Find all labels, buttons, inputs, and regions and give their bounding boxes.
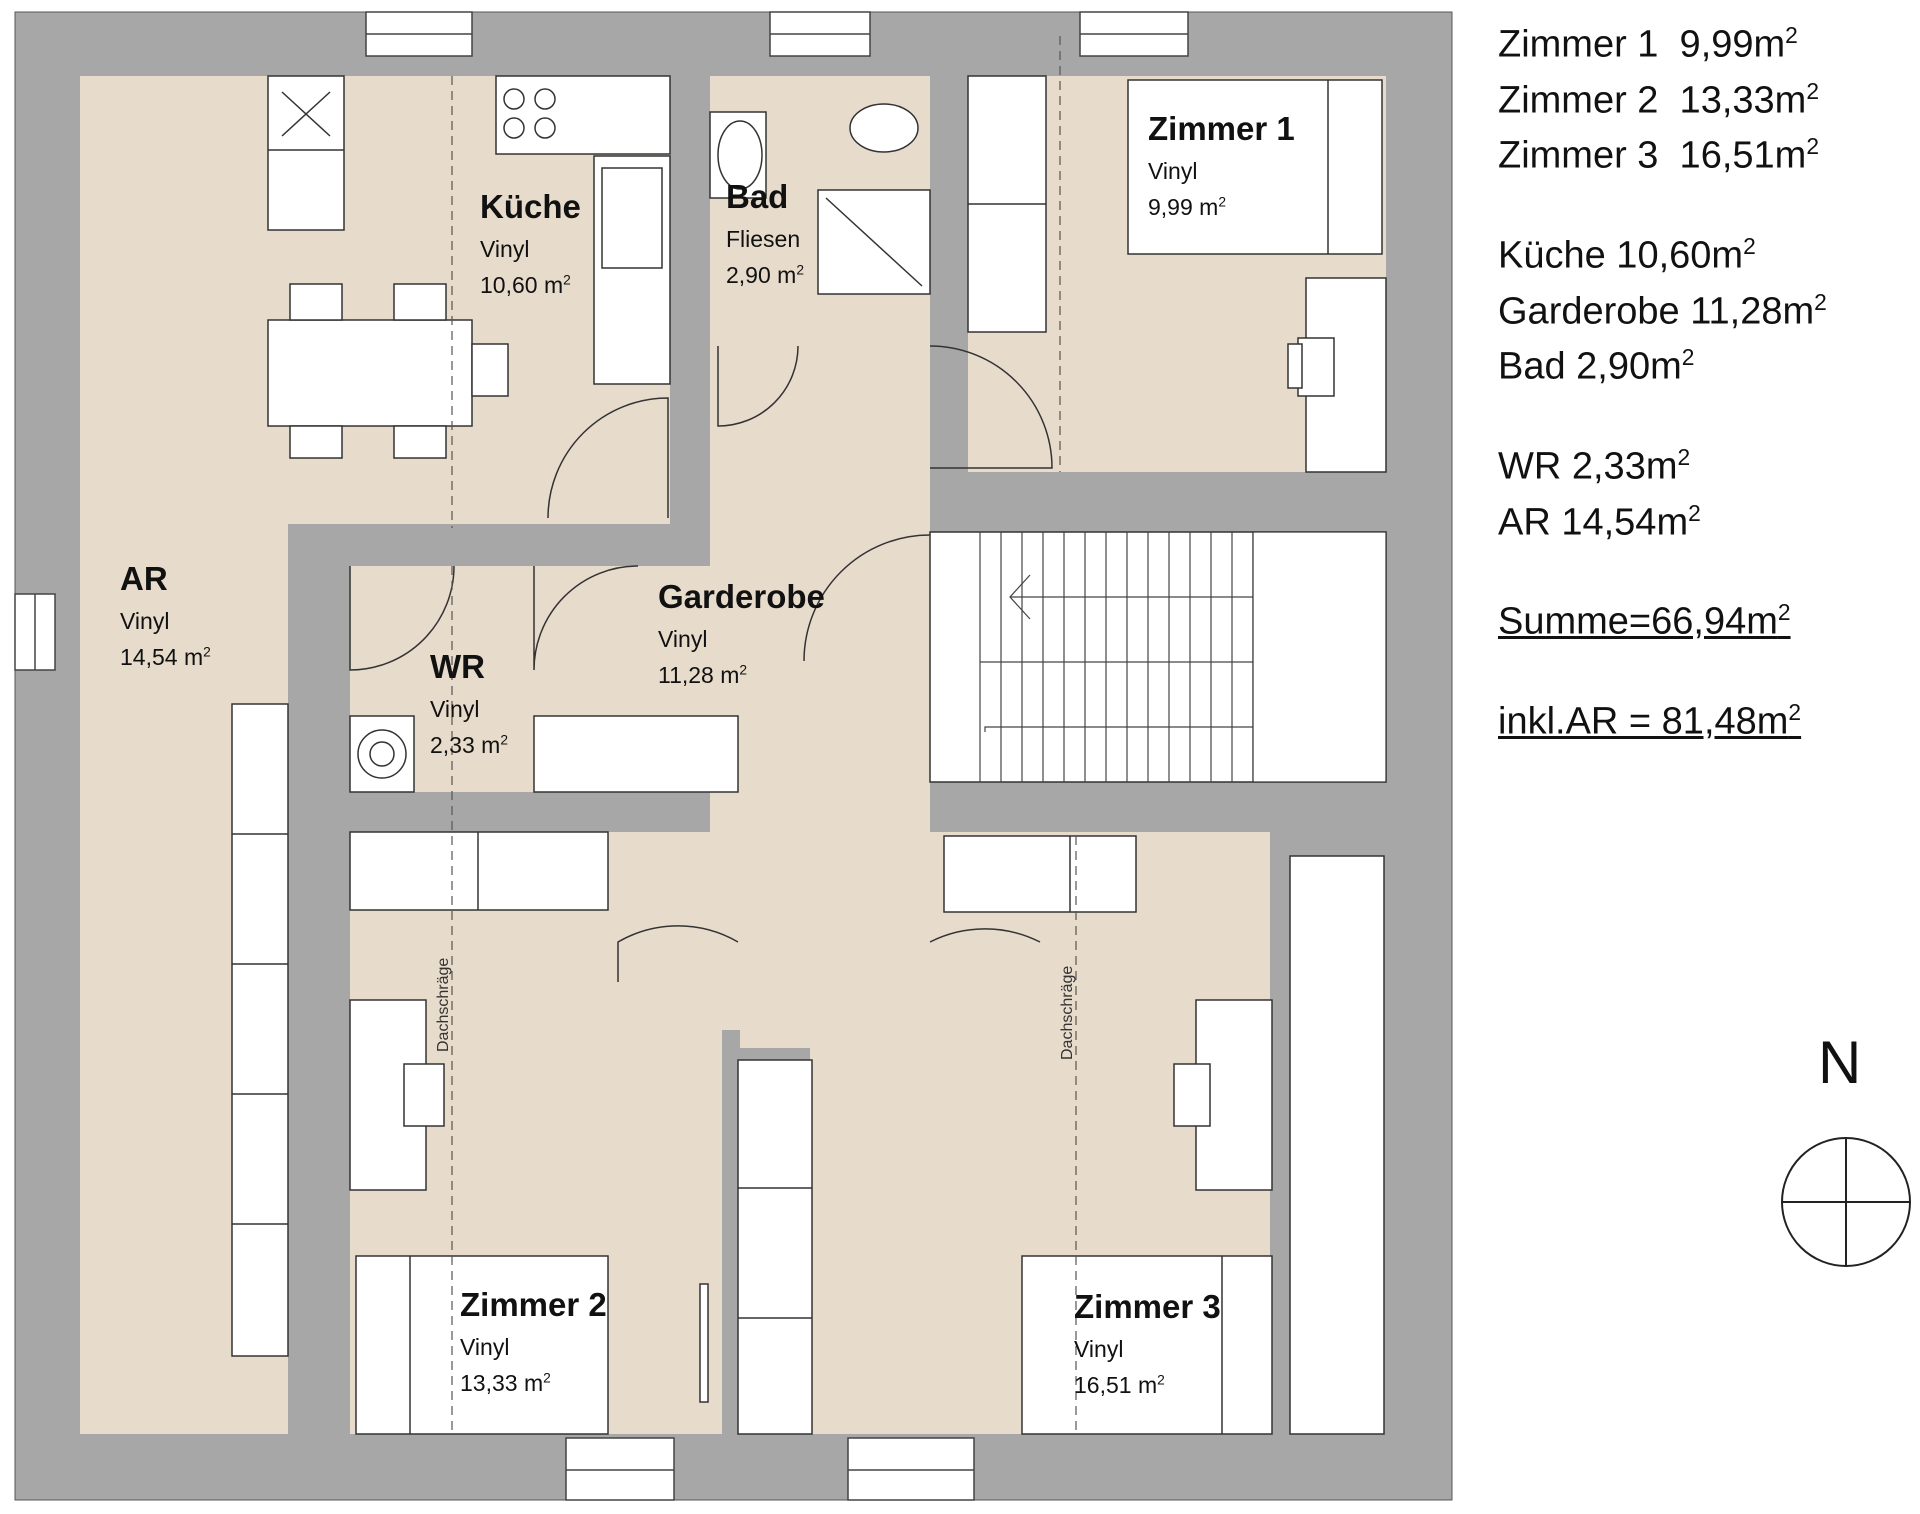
legend-row-zimmer3: Zimmer 3 16,51m2 <box>1498 133 1819 177</box>
room-label-kueche: Küche Vinyl 10,60 m2 <box>480 186 581 301</box>
room-floor: Vinyl <box>658 625 708 652</box>
room-name: Zimmer 2 <box>460 1286 607 1323</box>
north-label: N <box>1818 1029 1862 1096</box>
roof-slope-label-zimmer2: Dachschräge <box>435 958 452 1052</box>
room-area: 10,60 m2 <box>480 271 571 298</box>
room-floor: Vinyl <box>1148 157 1198 184</box>
room-name: Küche <box>480 188 581 225</box>
room-area: 11,28 m2 <box>658 661 748 688</box>
room-name: Zimmer 3 <box>1074 1288 1221 1325</box>
windows <box>14 11 1189 1501</box>
legend-gap <box>1498 390 1827 434</box>
room-name: Garderobe <box>658 578 825 615</box>
room-name: WR <box>430 648 485 685</box>
room-label-zimmer1: Zimmer 1 Vinyl 9,99 m2 <box>1148 108 1295 223</box>
area-legend: Zimmer 1 9,99m2 Zimmer 2 13,33m2 Zimmer … <box>1498 12 1827 745</box>
room-name: Zimmer 1 <box>1148 110 1295 147</box>
legend-row-zimmer2: Zimmer 2 13,33m2 <box>1498 77 1819 122</box>
room-floor: Vinyl <box>1074 1335 1124 1362</box>
legend-gap <box>1498 645 1827 689</box>
door-swings <box>349 345 1053 982</box>
staircase <box>929 531 1387 783</box>
room-area: 16,51 m2 <box>1074 1371 1165 1398</box>
floor-ar-upper <box>200 528 288 678</box>
room-area: 13,33 m2 <box>460 1369 551 1396</box>
room-area: 9,99 m2 <box>1148 193 1227 220</box>
room-floor: Vinyl <box>120 607 170 634</box>
compass-icon <box>1781 1137 1911 1267</box>
furniture <box>231 75 1387 1435</box>
legend-row-summe: Summe=66,94m2 <box>1498 599 1791 643</box>
room-floor: Vinyl <box>460 1333 510 1360</box>
legend-row-wr: WR 2,33m2 <box>1498 443 1691 488</box>
legend-gap <box>1498 545 1827 589</box>
legend-gap <box>1498 179 1827 223</box>
room-floor: Vinyl <box>480 235 530 262</box>
roof-slope-label-zimmer3: Dachschräge <box>1059 966 1076 1060</box>
legend-row-ar: AR 14,54m2 <box>1498 499 1701 544</box>
room-label-zimmer3: Zimmer 3 Vinyl 16,51 m2 <box>1074 1286 1221 1401</box>
room-area: 2,90 m2 <box>726 261 805 288</box>
legend-row-kueche: Küche 10,60m2 <box>1498 232 1756 277</box>
room-label-bad: Bad Fliesen 2,90 m2 <box>726 176 804 291</box>
room-area: 2,33 m2 <box>430 731 509 758</box>
legend-row-zimmer1: Zimmer 1 9,99m2 <box>1498 22 1798 66</box>
room-floor: Vinyl <box>430 695 480 722</box>
room-name: AR <box>120 560 168 597</box>
room-area: 14,54 m2 <box>120 643 211 670</box>
legend-row-bad: Bad 2,90m2 <box>1498 344 1695 388</box>
room-label-ar: AR Vinyl 14,54 m2 <box>120 558 211 673</box>
room-floor: Fliesen <box>726 225 801 252</box>
room-label-wr: WR Vinyl 2,33 m2 <box>430 646 508 761</box>
legend-row-garderobe: Garderobe 11,28m2 <box>1498 288 1827 333</box>
room-label-garderobe: Garderobe Vinyl 11,28 m2 <box>658 576 825 691</box>
roof-slope-lines <box>451 36 1077 1434</box>
legend-row-inkl-ar: inkl.AR = 81,48m2 <box>1498 698 1802 743</box>
room-label-zimmer2: Zimmer 2 Vinyl 13,33 m2 <box>460 1284 607 1399</box>
room-name: Bad <box>726 178 789 215</box>
